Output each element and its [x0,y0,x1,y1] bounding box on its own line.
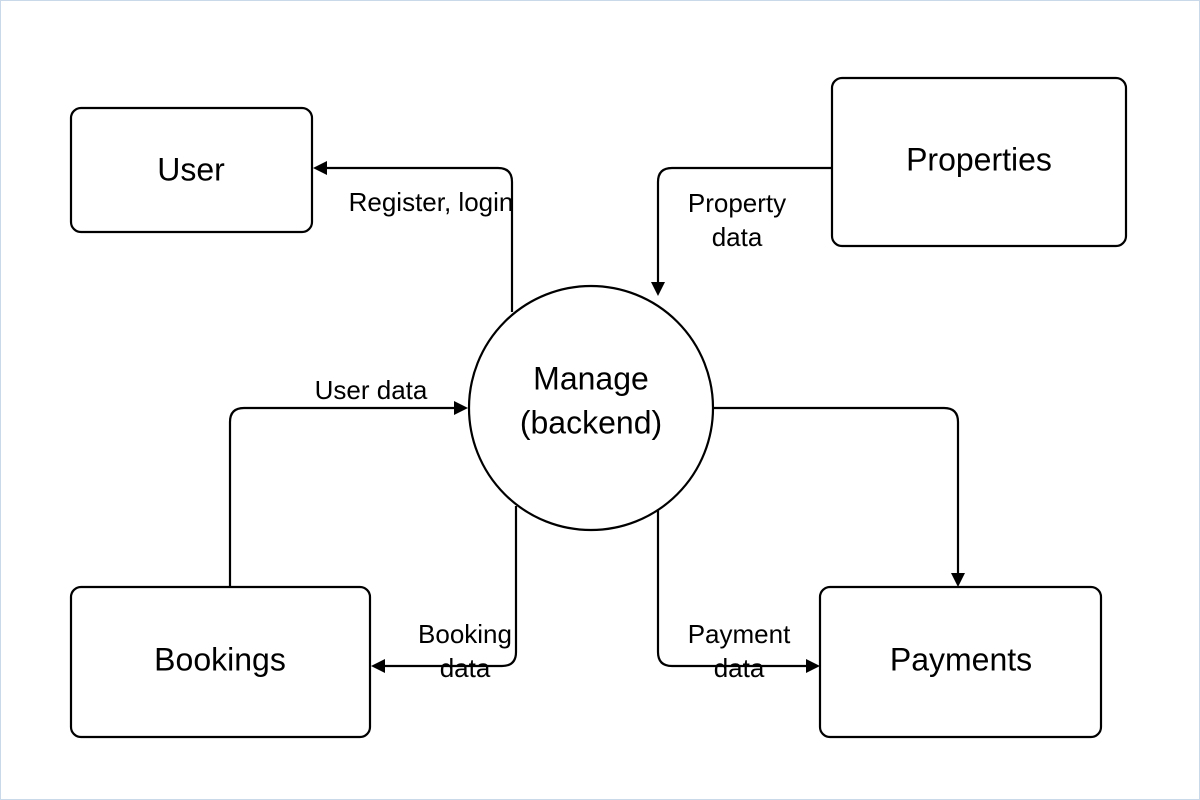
node-user: User [69,106,314,234]
property-data-label-line1: Property [688,188,786,218]
arrowhead-manage-from-bookings [454,401,468,415]
payment-data-label-line2: data [714,653,765,683]
register-login-label: Register, login [349,187,514,217]
properties-box [830,76,1128,248]
booking-data-label-line1: Booking [418,619,512,649]
manage-label-line2: (backend) [520,404,662,440]
payment-data-label-line1: Payment [688,619,791,649]
edge-manage-to-payments-top [712,406,960,574]
booking-data-label-line2: data [440,653,491,683]
edge-properties-to-manage [656,166,832,284]
manage-circle [467,284,715,532]
user-box [69,106,314,234]
edge-manage-to-payments-bottom [656,506,807,668]
node-bookings: Bookings [69,585,372,739]
node-properties: Properties [830,76,1128,248]
user-label: User [157,151,225,187]
arrowhead-payments-top [951,573,965,587]
edge-manage-to-user [325,166,514,312]
node-payments: Payments [818,585,1103,739]
arrowhead-bookings [371,659,385,673]
node-manage: Manage (backend) [467,284,715,532]
payments-label: Payments [890,641,1032,677]
edge-bookings-to-manage [228,406,454,586]
properties-label: Properties [906,141,1052,177]
arrowhead-user [313,161,327,175]
payments-box [818,585,1103,739]
arrowhead-manage-from-properties [651,282,665,296]
property-data-label-line2: data [712,222,763,252]
edge-manage-to-bookings [384,506,518,668]
edge-labels: Register, login Property data User data … [315,187,791,683]
bookings-label: Bookings [154,641,286,677]
manage-label-line1: Manage [533,360,649,396]
user-data-label: User data [315,375,428,405]
connectors [228,161,965,673]
arrowhead-payments-bottom [806,659,820,673]
bookings-box [69,585,372,739]
